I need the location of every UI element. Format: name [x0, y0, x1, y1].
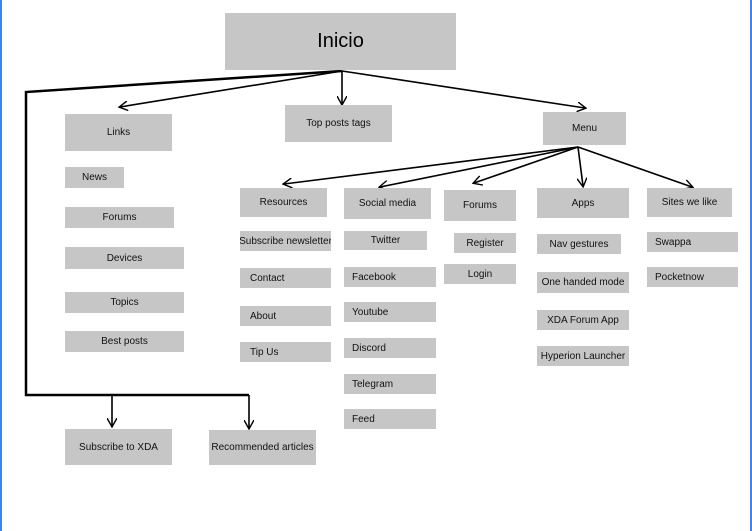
node-facebook: Facebook	[344, 267, 436, 287]
node-hyperion-launcher: Hyperion Launcher	[537, 346, 629, 366]
node-register: Register	[454, 233, 516, 253]
node-inicio: Inicio	[225, 13, 456, 70]
node-topics: Topics	[65, 292, 184, 313]
node-apps: Apps	[537, 188, 629, 218]
node-resources: Resources	[240, 188, 327, 217]
edge-menu-sites-we-like	[577, 146, 692, 187]
node-menu: Menu	[543, 112, 626, 145]
edge-inicio-menu	[341, 70, 585, 108]
edge-menu-resources	[284, 146, 579, 184]
node-nav-gestures: Nav gestures	[537, 234, 621, 254]
edge-menu-forums	[474, 146, 579, 183]
node-top-posts-tags: Top posts tags	[285, 105, 392, 142]
node-one-handed-mode: One handed mode	[537, 272, 629, 293]
edge-inicio-bottom-bracket	[24, 69, 343, 397]
node-forums-menu: Forums	[444, 190, 516, 221]
node-forums-link: Forums	[65, 207, 174, 228]
node-telegram: Telegram	[344, 374, 436, 394]
node-sites-we-like: Sites we like	[647, 188, 732, 217]
node-xda-forum-app: XDA Forum App	[537, 310, 629, 330]
node-pocketnow: Pocketnow	[647, 267, 738, 287]
node-youtube: Youtube	[344, 302, 436, 322]
node-best-posts: Best posts	[65, 331, 184, 352]
edge-menu-apps	[578, 146, 583, 186]
node-contact: Contact	[240, 268, 331, 288]
node-links: Links	[65, 114, 172, 151]
node-subscribe-to-xda: Subscribe to XDA	[65, 429, 172, 465]
edge-inicio-links	[120, 70, 343, 107]
node-news: News	[65, 167, 124, 188]
node-about: About	[240, 306, 331, 326]
node-tip-us: Tip Us	[240, 342, 331, 362]
node-swappa: Swappa	[647, 232, 738, 252]
node-devices: Devices	[65, 247, 184, 269]
node-subscribe-newsletter: Subscribe newsletter	[240, 231, 331, 251]
node-login: Login	[444, 264, 516, 284]
node-feed: Feed	[344, 409, 436, 429]
edge-menu-social-media	[380, 146, 579, 187]
node-recommended-articles: Recommended articles	[209, 430, 316, 465]
node-discord: Discord	[344, 338, 436, 358]
node-twitter: Twitter	[344, 231, 427, 250]
node-social-media: Social media	[344, 188, 431, 219]
